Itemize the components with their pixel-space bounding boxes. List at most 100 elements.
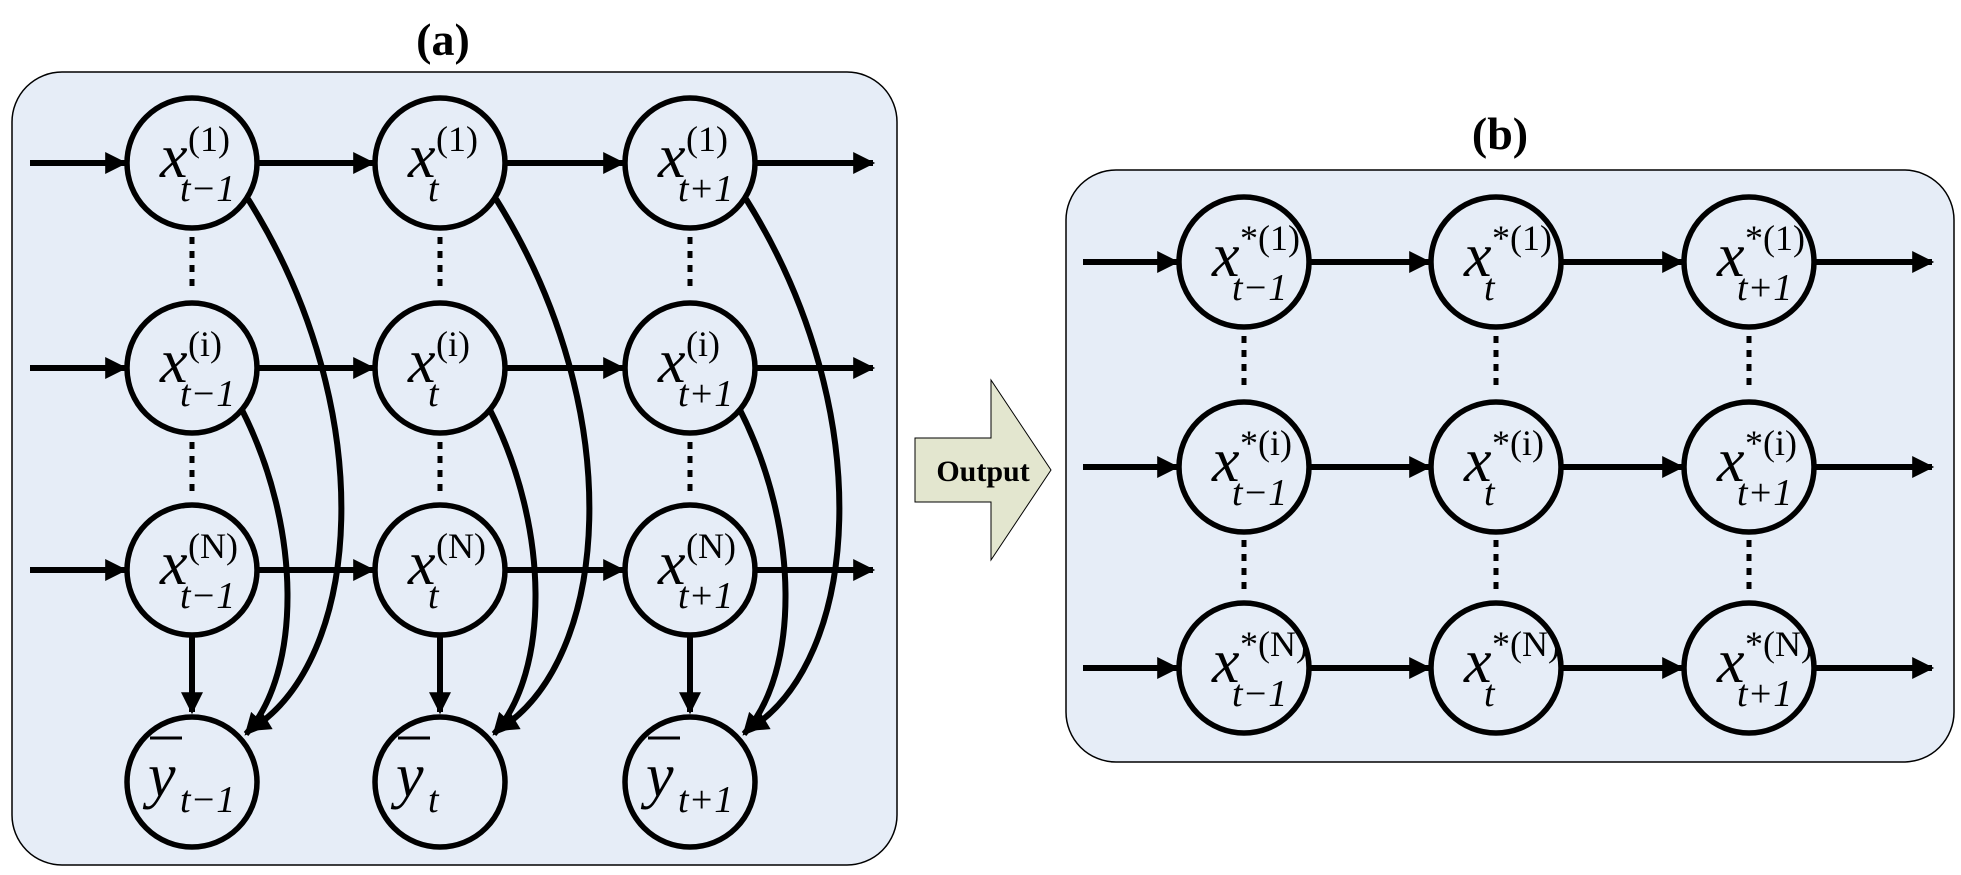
node-y-a-c0-circle [124,714,260,850]
node-x-a-r2-c0-subscript: t−1 [180,575,235,617]
node-x-b-r0-c1: x*(1)t [1428,194,1564,330]
node-x-a-r0-c1-circle [372,95,508,231]
node-x-a-r0-c2-circle [622,95,758,231]
node-x-b-r2-c2-symbol: x [1716,628,1745,696]
panel-a-edges [30,152,876,737]
node-y-a-c1-symbol: y [390,742,424,810]
node-x-b-r1-c2-subscript: t+1 [1737,472,1792,514]
node-y-a-c0-symbol: y [142,742,176,810]
node-x-a-r2-c2-superscript: (N) [686,526,736,566]
node-x-a-r0-c2-superscript: (1) [686,119,728,159]
node-x-a-r0-c0: x(1) t−1 [124,95,260,231]
node-x-b-r1-c0-symbol: x [1211,427,1240,495]
node-x-b-r0-c2-symbol: x [1716,222,1745,290]
node-x-a-r2-c2-circle [622,502,758,638]
node-x-b-r1-c2: x*(i)t+1 [1681,399,1817,535]
node-x-b-r2-c1-superscript: *(N) [1492,624,1560,664]
node-x-b-r1-c1-symbol: x [1463,427,1492,495]
node-x-b-r0-c0: x*(1)t−1 [1176,194,1312,330]
output-arrow-shape [914,378,1052,562]
node-x-a-r1-c0-subscript: t−1 [180,373,235,415]
node-x-b-r0-c0-circle [1176,194,1312,330]
node-x-a-r2-c0-symbol: x [159,530,188,598]
node-x-b-r0-c1-subscript: t [1484,267,1496,309]
node-x-a-r1-c1-superscript: (i) [436,324,470,364]
node-x-a-r0-c0-circle [124,95,260,231]
node-x-a-r0-c1-subscript: t [428,168,440,210]
node-x-a-r0-c2: x(1)t+1 [622,95,758,231]
node-x-a-r2-c2-symbol: x [657,530,686,598]
edge-curve-rowi-col-1 [487,408,539,737]
edge-curve-rowi-col-2 [737,408,789,737]
node-x-a-r0-c1-superscript: (1) [436,119,478,159]
node-x-b-r0-c2: x*(1) t+1 [1681,194,1817,330]
node-x-b-r0-c1-circle [1428,194,1564,330]
node-x-b-r2-c1-circle [1428,600,1564,736]
panel-b-edges [1083,251,1935,679]
edge-curve-row1-col-1 [493,197,593,733]
node-x-a-r1-c1: x(i) t [372,300,508,436]
node-x-b-r1-c1-superscript: *(i) [1492,423,1544,463]
edge-curve-row1-col-0 [245,197,345,733]
node-x-a-r0-c0-subscript: t−1 [180,168,235,210]
node-x-a-r1-c2-symbol: x [657,328,686,396]
node-y-a-c2-circle [622,714,758,850]
node-x-b-r1-c0: x*(i)t−1 [1176,399,1312,535]
node-x-a-r2-c1-circle [372,502,508,638]
node-x-b-r2-c2: x*(N) t+1 [1681,600,1817,736]
node-x-b-r2-c0-subscript: t−1 [1232,673,1287,715]
node-x-a-r0-c1: x(1)t [372,95,508,231]
node-x-b-r0-c2-circle [1681,194,1817,330]
node-y-a-c2-subscript: t+1 [678,779,733,821]
node-x-a-r1-c1-symbol: x [407,328,436,396]
node-x-a-r2-c1-subscript: t [428,575,440,617]
node-x-a-r2-c0-circle [124,502,260,638]
node-x-a-r1-c2-circle [622,300,758,436]
node-x-b-r2-c2-superscript: *(N) [1745,624,1813,664]
node-x-b-r0-c0-subscript: t−1 [1232,267,1287,309]
edge-curve-row1-col-2 [743,197,843,733]
node-x-a-r1-c0-circle [124,300,260,436]
node-x-a-r2-c1-superscript: (N) [436,526,486,566]
node-x-a-r1-c2-subscript: t+1 [678,373,733,415]
node-x-b-r1-c1-circle [1428,399,1564,535]
panel-a-background [11,71,898,866]
node-x-b-r0-c1-symbol: x [1463,222,1492,290]
node-x-b-r0-c2-superscript: *(1) [1745,218,1805,258]
node-x-b-r2-c0-circle [1176,600,1312,736]
node-x-b-r1-c1-subscript: t [1484,472,1496,514]
node-x-b-r2-c1-subscript: t [1484,673,1496,715]
node-x-a-r1-c1-circle [372,300,508,436]
node-x-a-r1-c0-symbol: x [159,328,188,396]
node-x-b-r1-c2-circle [1681,399,1817,535]
node-x-b-r1-c0-circle [1176,399,1312,535]
node-x-b-r2-c2-subscript: t+1 [1737,673,1792,715]
panel-a-title: (a) [416,14,470,65]
edge-curve-rowi-col-0 [239,408,291,737]
output-arrow: Output [914,378,1052,562]
node-y-a-c1-circle [372,714,508,850]
node-x-a-r2-c1-symbol: x [407,530,436,598]
node-x-a-r0-c0-symbol: x [159,123,188,191]
node-x-a-r0-c0-superscript: (1) [188,119,230,159]
node-x-b-r2-c1: x*(N) t [1428,600,1564,736]
node-x-b-r2-c1-symbol: x [1463,628,1492,696]
node-x-a-r2-c2: x(N)t+1 [622,502,758,638]
node-x-a-r0-c2-symbol: x [657,123,686,191]
panel-b-background [1065,169,1955,763]
node-x-a-r2-c0-superscript: (N) [188,526,238,566]
node-x-a-r1-c2-superscript: (i) [686,324,720,364]
node-y-a-c1-subscript: t [428,779,440,821]
node-x-b-r1-c0-superscript: *(i) [1240,423,1292,463]
node-x-b-r2-c0: x*(N)t−1 [1176,600,1312,736]
node-x-b-r2-c2-circle [1681,600,1817,736]
node-x-b-r0-c2-subscript: t+1 [1737,267,1792,309]
node-x-a-r1-c1-subscript: t [428,373,440,415]
node-x-b-r2-c0-symbol: x [1211,628,1240,696]
